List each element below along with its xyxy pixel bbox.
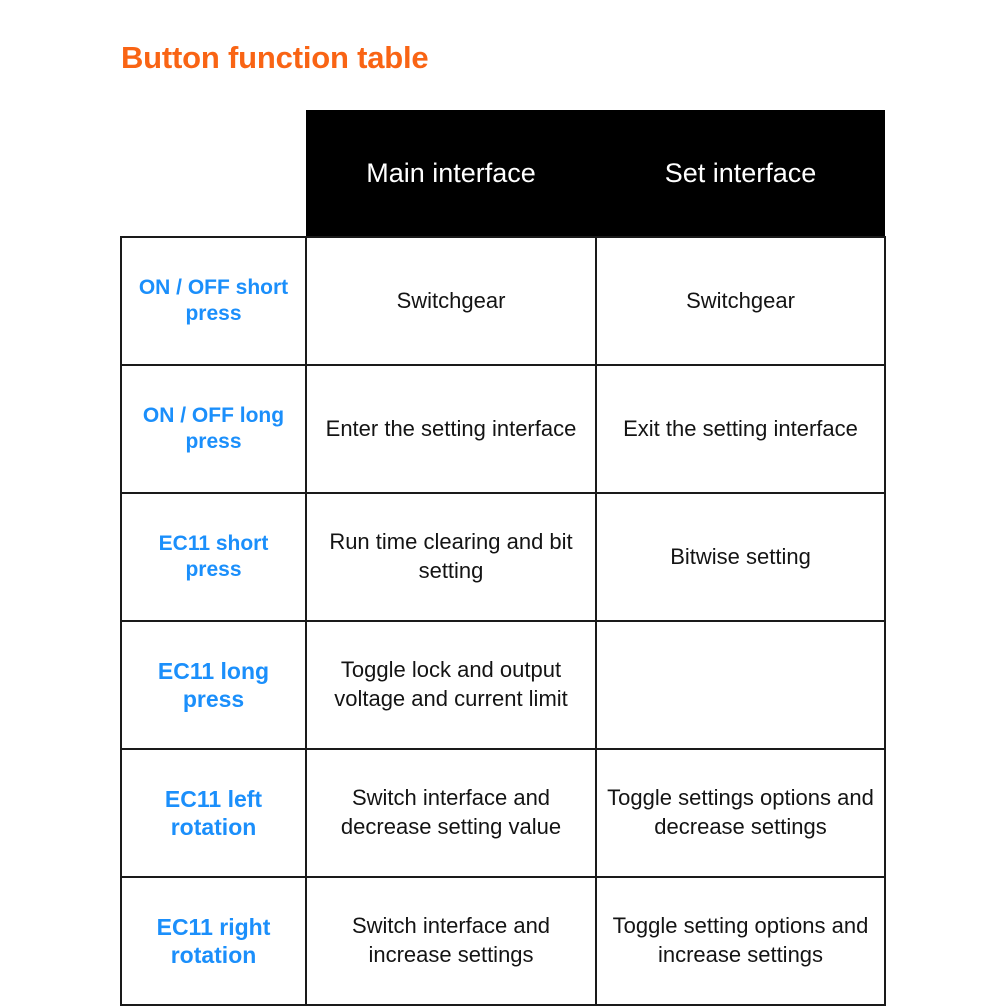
cell-set-ec11-short-press: Bitwise setting	[595, 492, 886, 622]
row-label-on-off-long-press: ON / OFF long press	[120, 364, 307, 494]
cell-main-ec11-right-rotation: Switch interface and increase settings	[305, 876, 597, 1006]
row-label-ec11-right-rotation: EC11 right rotation	[120, 876, 307, 1006]
table-row: EC11 right rotation Switch interface and…	[120, 876, 886, 1006]
cell-main-on-off-short-press: Switchgear	[305, 236, 597, 366]
table-row: ON / OFF long press Enter the setting in…	[120, 364, 886, 494]
button-function-table: Main interface Set interface ON / OFF sh…	[120, 110, 886, 1006]
header-cell-main-interface: Main interface	[306, 110, 596, 237]
row-label-ec11-short-press: EC11 short press	[120, 492, 307, 622]
cell-set-ec11-left-rotation: Toggle settings options and decrease set…	[595, 748, 886, 878]
header-cell-blank	[121, 110, 306, 237]
cell-main-ec11-left-rotation: Switch interface and decrease setting va…	[305, 748, 597, 878]
table-row: ON / OFF short press Switchgear Switchge…	[120, 236, 886, 366]
cell-set-ec11-right-rotation: Toggle setting options and increase sett…	[595, 876, 886, 1006]
table-row: EC11 left rotation Switch interface and …	[120, 748, 886, 878]
row-label-ec11-long-press: EC11 long press	[120, 620, 307, 750]
cell-main-on-off-long-press: Enter the setting interface	[305, 364, 597, 494]
cell-set-ec11-long-press	[595, 620, 886, 750]
table-header-row: Main interface Set interface	[121, 110, 885, 237]
page-title: Button function table	[121, 40, 429, 75]
row-label-ec11-left-rotation: EC11 left rotation	[120, 748, 307, 878]
cell-set-on-off-short-press: Switchgear	[595, 236, 886, 366]
row-label-on-off-short-press: ON / OFF short press	[120, 236, 307, 366]
cell-main-ec11-long-press: Toggle lock and output voltage and curre…	[305, 620, 597, 750]
table-row: EC11 short press Run time clearing and b…	[120, 492, 886, 622]
cell-main-ec11-short-press: Run time clearing and bit setting	[305, 492, 597, 622]
header-cell-set-interface: Set interface	[596, 110, 885, 237]
table-row: EC11 long press Toggle lock and output v…	[120, 620, 886, 750]
cell-set-on-off-long-press: Exit the setting interface	[595, 364, 886, 494]
